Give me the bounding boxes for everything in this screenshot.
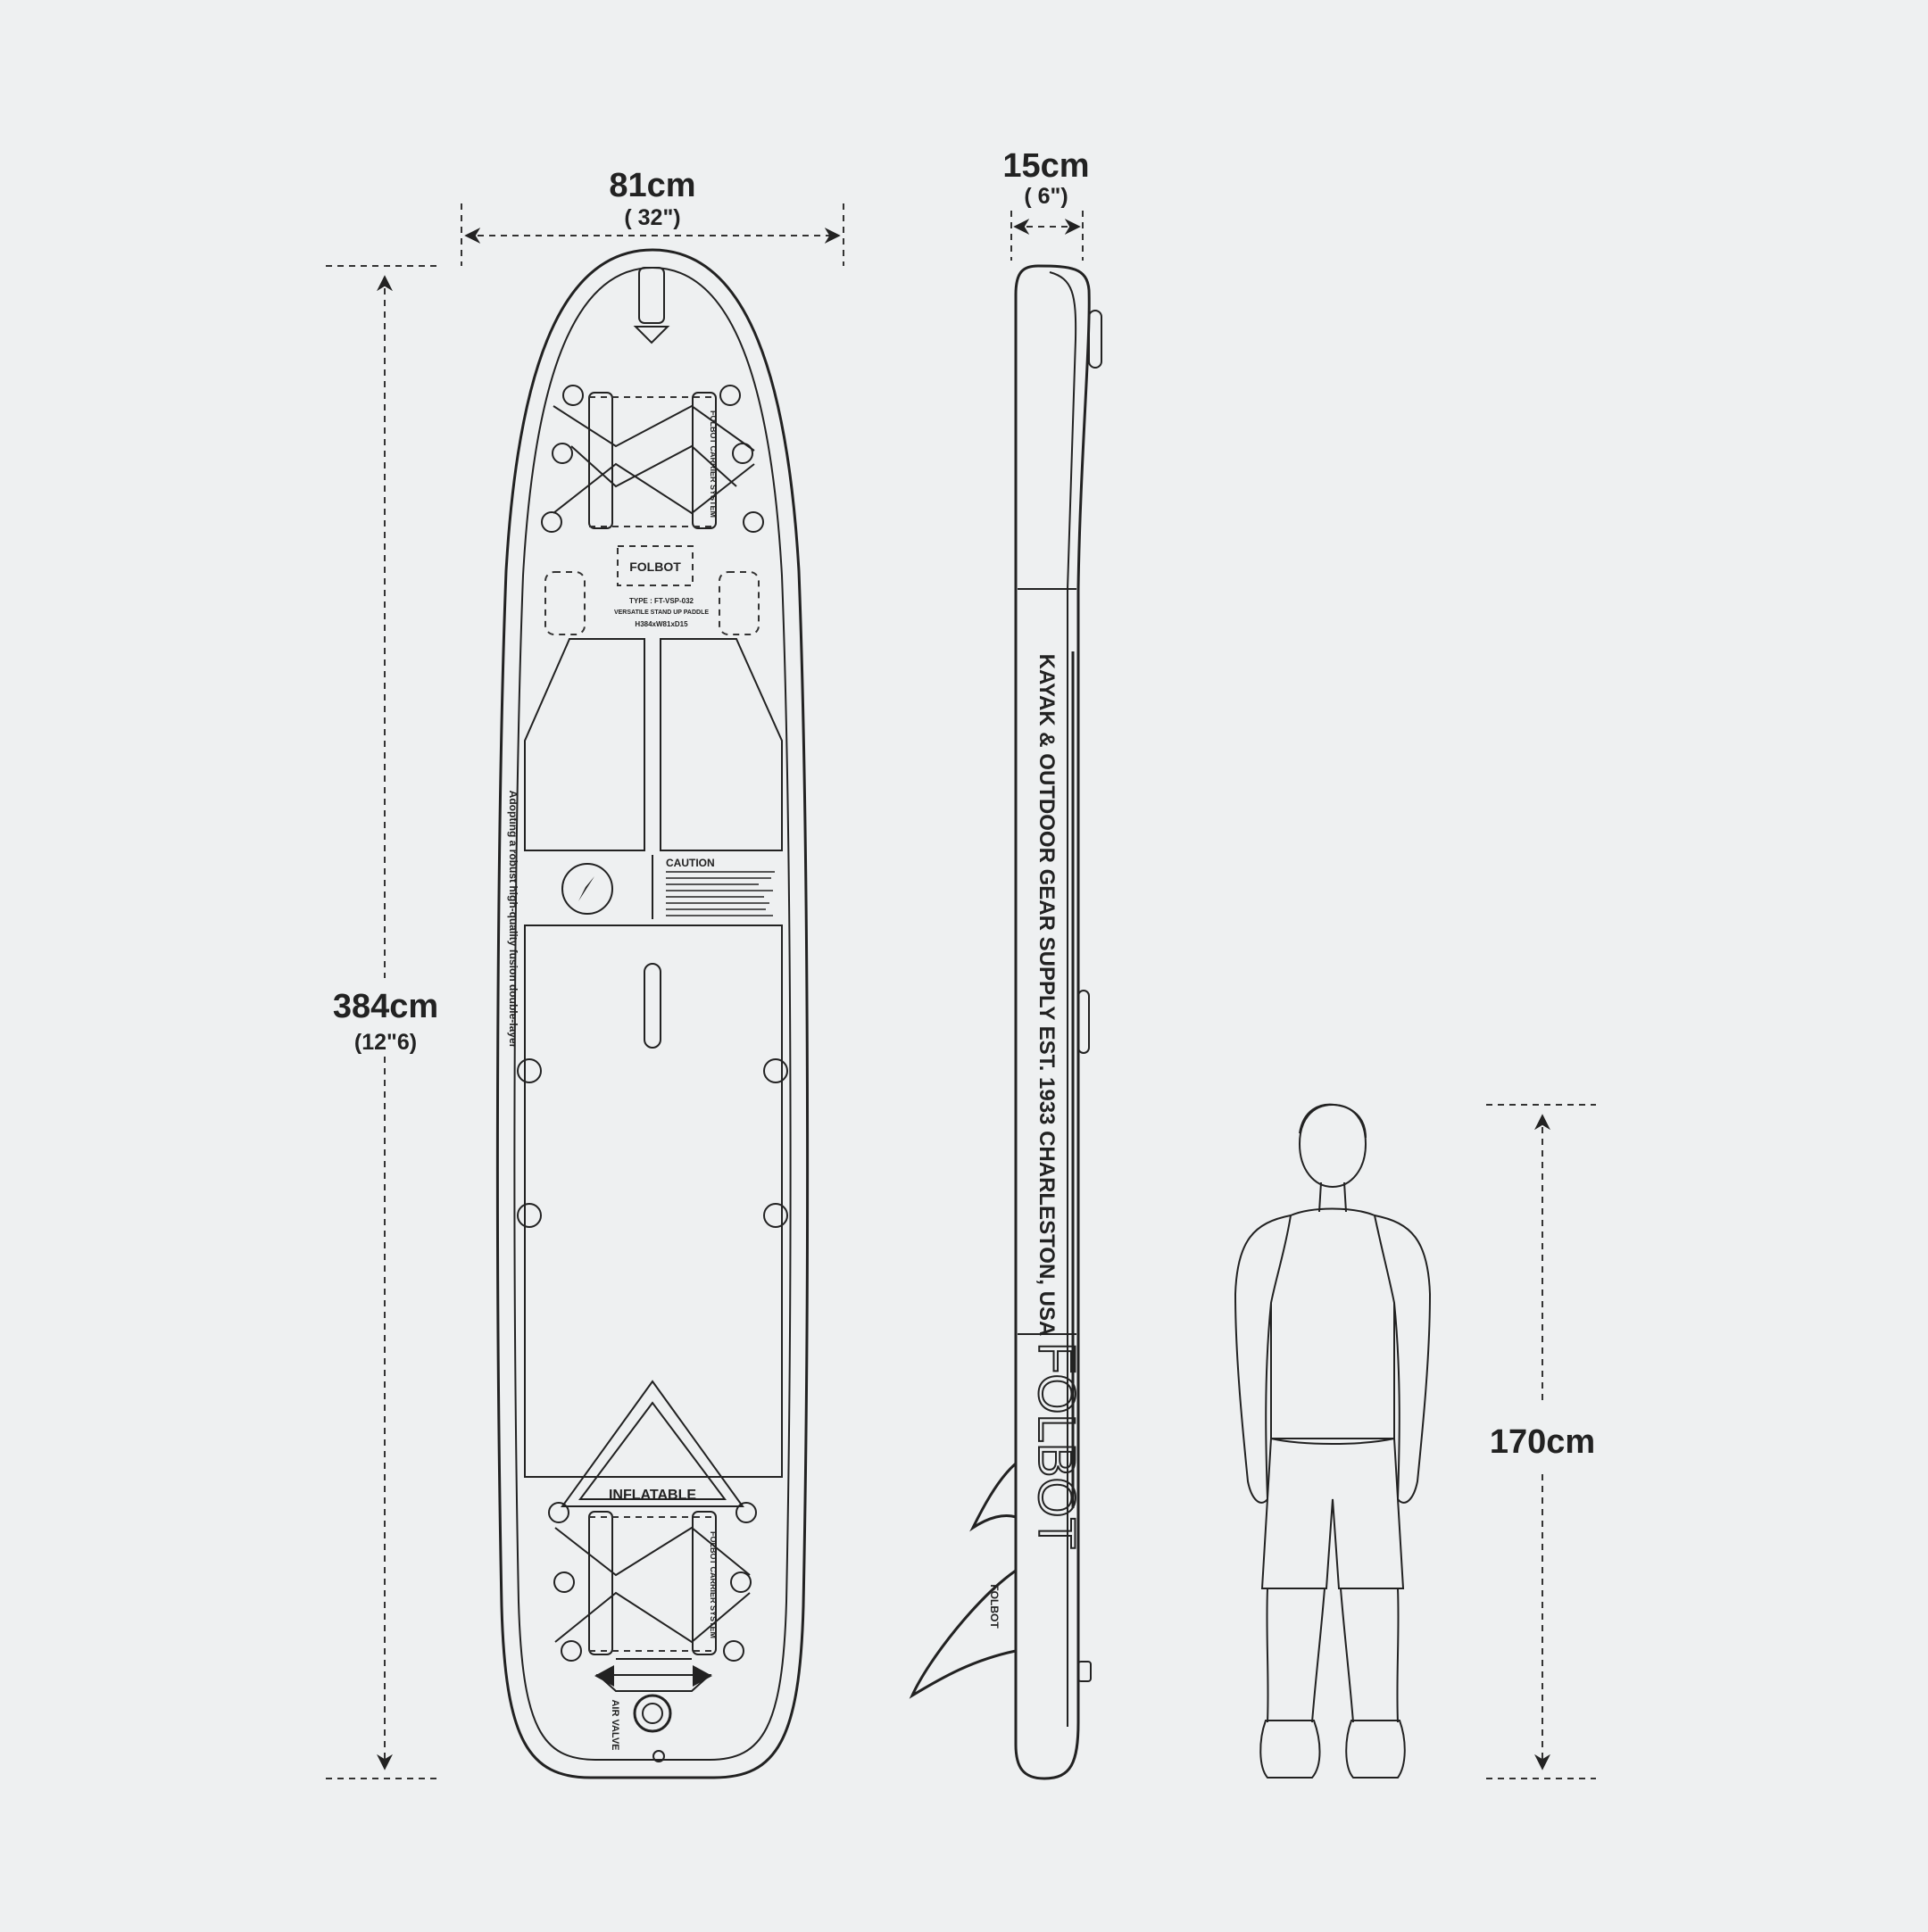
front-carrier-strap-left xyxy=(588,392,613,529)
person-hair xyxy=(1299,1103,1367,1139)
deck-pad-main xyxy=(524,925,783,1478)
d-ring xyxy=(763,1058,788,1083)
d-ring xyxy=(553,1571,575,1593)
accessory-pad-right xyxy=(719,571,760,635)
d-ring xyxy=(719,385,741,406)
thickness-dimension: 15cm ( 6") xyxy=(1002,147,1090,261)
d-ring xyxy=(552,443,573,464)
d-ring xyxy=(723,1640,744,1662)
tail-handle xyxy=(595,1658,712,1692)
side-rail-line xyxy=(1049,271,1077,1727)
rear-bungee-lines xyxy=(554,1526,751,1644)
person-height-value: 170cm xyxy=(1490,1423,1595,1461)
rear-carrier-label: FOLBOT CARRIER SYSTEM xyxy=(709,1531,718,1638)
d-ring xyxy=(735,1502,757,1523)
leash-plug xyxy=(652,1750,665,1762)
compass-emblem xyxy=(561,863,613,915)
length-dimension: 384cm (12"6) xyxy=(326,265,438,1779)
person-head xyxy=(1298,1103,1367,1189)
size-line: H384xW81xD15 xyxy=(635,620,688,628)
caution-title: CAUTION xyxy=(666,857,715,869)
air-valve-core xyxy=(642,1703,663,1724)
width-imperial: ( 32") xyxy=(624,205,680,230)
front-carrier-label: FOLBOT CARRIER SYSTEM xyxy=(709,410,718,518)
d-ring xyxy=(743,511,764,533)
nose-handle xyxy=(638,267,665,324)
front-carrier-system: FOLBOT CARRIER SYSTEM xyxy=(553,392,755,529)
side-logo-text: FOLBOT xyxy=(1027,1342,1085,1549)
accessory-pad-left xyxy=(544,571,586,635)
center-carry-handle xyxy=(644,963,661,1049)
kick-pad-triangle-outer xyxy=(561,1380,744,1507)
model-line: VERSATILE STAND UP PADDLE xyxy=(614,609,709,616)
person-neck xyxy=(1318,1182,1347,1213)
rear-carrier-strap-left xyxy=(588,1511,613,1655)
person-shoe-left xyxy=(1259,1720,1321,1779)
side-nose-handle xyxy=(1088,310,1102,369)
rear-carrier-strap-right xyxy=(692,1511,717,1655)
length-value: 384cm xyxy=(333,988,438,1025)
board-outline-inner xyxy=(513,266,792,1761)
type-line: TYPE : FT-VSP-032 xyxy=(629,597,694,605)
d-ring xyxy=(562,385,584,406)
side-profile-outline xyxy=(1014,264,1091,1780)
kick-pad-triangle-inner xyxy=(578,1401,727,1500)
compass-emblem-needle xyxy=(578,876,594,901)
person-shoe-right xyxy=(1345,1720,1406,1779)
person-arm-left xyxy=(1234,1215,1292,1504)
air-valve xyxy=(633,1694,672,1733)
d-ring xyxy=(561,1640,582,1662)
rear-carrier-frame xyxy=(589,1516,716,1652)
nose-handle-tip xyxy=(633,326,670,344)
front-bungee-lines xyxy=(553,404,755,515)
d-ring xyxy=(541,511,562,533)
d-ring xyxy=(517,1058,542,1083)
person-arm-right xyxy=(1374,1215,1432,1504)
air-valve-label: AIR VALVE xyxy=(610,1699,620,1750)
person-scale-figure xyxy=(1234,1103,1432,1779)
rear-carrier-system: FOLBOT CARRIER SYSTEM xyxy=(554,1511,751,1655)
board-top-view: FOLBOT CARRIER SYSTEM FOLBOT TYPE : FT-V… xyxy=(495,248,810,1779)
person-tank-top xyxy=(1270,1207,1395,1445)
side-valve xyxy=(1077,1661,1092,1682)
front-carrier-strap-right xyxy=(692,392,717,529)
side-fin-small xyxy=(969,1460,1018,1532)
d-ring xyxy=(517,1203,542,1228)
side-d-rings xyxy=(517,1058,788,1228)
deck-pad-front-right xyxy=(660,638,783,851)
side-slogan: Adopting a robust high-quality fusion do… xyxy=(507,791,519,1049)
front-carrier-frame xyxy=(589,396,716,527)
thickness-imperial: ( 6") xyxy=(1024,184,1068,209)
width-dimension: 81cm ( 32") xyxy=(461,167,844,266)
thickness-value: 15cm xyxy=(1002,147,1089,185)
fin-text: FOLBOT xyxy=(988,1584,1001,1629)
side-carry-handle xyxy=(1077,990,1090,1054)
inflatable-label: INFLATABLE xyxy=(609,1488,696,1503)
person-height-dimension: 170cm xyxy=(1486,1104,1596,1779)
d-ring xyxy=(548,1502,569,1523)
person-shorts xyxy=(1260,1438,1405,1589)
side-rail-text: KAYAK & OUTDOOR GEAR SUPPLY EST. 1933 CH… xyxy=(1035,654,1059,1337)
width-value: 81cm xyxy=(609,167,695,204)
brand-plate xyxy=(617,545,694,586)
d-ring xyxy=(730,1571,752,1593)
side-fin-large xyxy=(909,1568,1018,1699)
person-leg-left xyxy=(1266,1588,1326,1723)
caution-text-lines xyxy=(666,871,775,916)
d-ring xyxy=(763,1203,788,1228)
brand-plate-text: FOLBOT xyxy=(629,560,681,574)
board-side-view: KAYAK & OUTDOOR GEAR SUPPLY EST. 1933 CH… xyxy=(909,264,1102,1780)
board-outline-outer xyxy=(495,248,810,1779)
person-leg-right xyxy=(1340,1588,1400,1723)
d-ring xyxy=(732,443,753,464)
rear-d-rings xyxy=(548,1502,757,1662)
front-d-rings xyxy=(541,385,764,533)
length-imperial: (12"6) xyxy=(354,1030,417,1055)
deck-pad-front-left xyxy=(524,638,645,851)
